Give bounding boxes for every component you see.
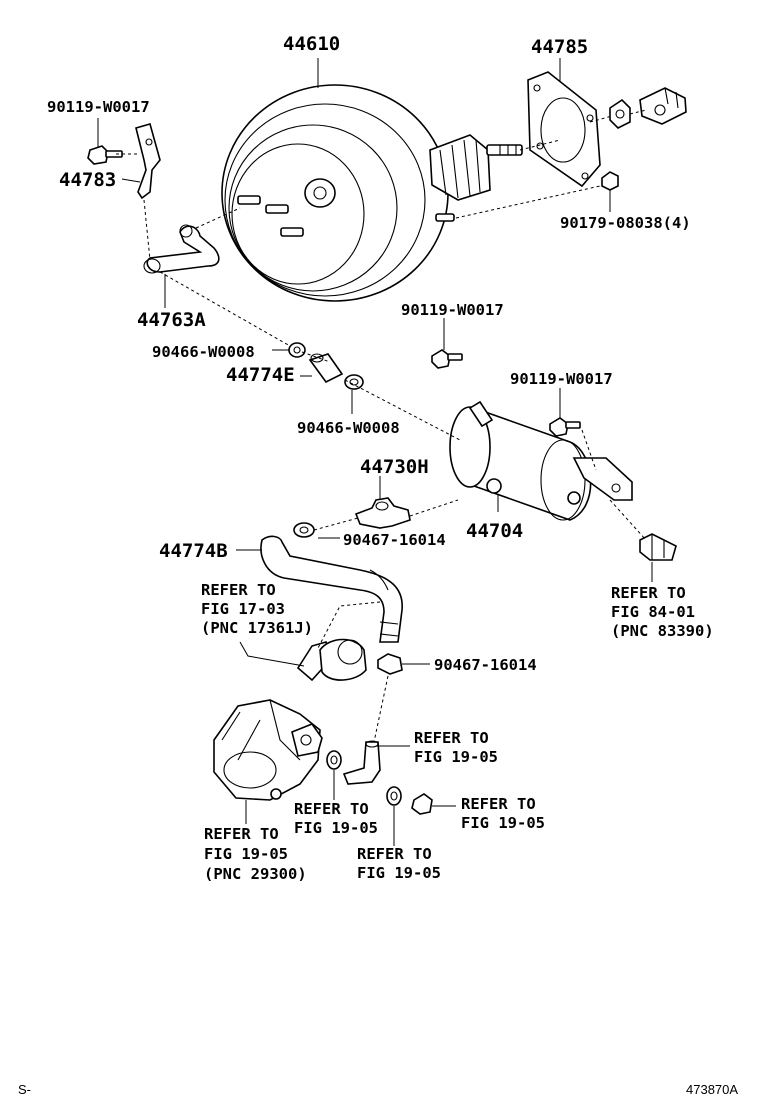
- label-44730H: 44730H: [360, 456, 429, 478]
- refer-19-05-pump-line3: (PNC 29300): [204, 865, 307, 883]
- refer-17-03-line3: (PNC 17361J): [201, 619, 313, 637]
- label-90466-a: 90466-W0008: [152, 343, 255, 361]
- cap-fitting: [411, 793, 433, 815]
- refer-84-01-line2: FIG 84-01: [611, 603, 695, 621]
- refer-19-05-cap-line2: FIG 19-05: [461, 814, 545, 832]
- label-90119-middle: 90119-W0017: [401, 301, 504, 319]
- label-44763A: 44763A: [137, 309, 206, 331]
- leader-lines: [97, 58, 653, 846]
- hose-44774E: [308, 353, 344, 384]
- label-44704: 44704: [466, 520, 523, 542]
- refer-19-05-washer-line1: REFER TO: [294, 800, 369, 818]
- refer-84-01-line3: (PNC 83390): [611, 622, 714, 640]
- brake-booster: [221, 84, 523, 302]
- booster-gasket: [527, 71, 601, 188]
- clevis-and-nut: [609, 87, 687, 129]
- refer-17-03-line2: FIG 17-03: [201, 600, 285, 618]
- label-44774B: 44774B: [159, 540, 228, 562]
- label-44610: 44610: [283, 33, 340, 55]
- refer-19-05-pump-line2: FIG 19-05: [204, 845, 288, 863]
- bracket-44783: [87, 123, 161, 200]
- bolt-middle: [431, 349, 463, 369]
- hose-clamp-a: [288, 342, 306, 358]
- label-90119-tank: 90119-W0017: [510, 370, 613, 388]
- washer-b: [386, 786, 402, 806]
- label-90119-top: 90119-W0017: [47, 98, 150, 116]
- bolt-tank: [549, 417, 581, 437]
- label-90467-b: 90467-16014: [434, 656, 537, 674]
- label-44785: 44785: [531, 36, 588, 58]
- assembly-lines: [116, 109, 647, 743]
- check-valve-44730H: [354, 497, 411, 529]
- vacuum-sensor: [639, 533, 677, 561]
- footer-left: S-: [18, 1082, 31, 1097]
- label-44783: 44783: [59, 169, 116, 191]
- hose-clamp-c: [293, 522, 315, 538]
- refer-19-05-fitting-line1: REFER TO: [414, 729, 489, 747]
- refer-19-05-lower-line1: REFER TO: [357, 845, 432, 863]
- vacuum-hose-44763A: [143, 224, 220, 274]
- label-90466-b: 90466-W0008: [297, 419, 400, 437]
- refer-19-05-cap-line1: REFER TO: [461, 795, 536, 813]
- washer-a: [326, 750, 342, 770]
- refer-84-01-line1: REFER TO: [611, 584, 686, 602]
- label-44774E: 44774E: [226, 364, 295, 386]
- hose-44774B: [260, 535, 403, 643]
- hose-clamp-b: [344, 374, 364, 390]
- hose-clamp-d: [377, 653, 403, 675]
- refer-part-17-03: [296, 638, 367, 682]
- footer-right: 473870A: [686, 1082, 738, 1097]
- refer-19-05-lower-line2: FIG 19-05: [357, 864, 441, 882]
- elbow-fitting: [342, 740, 381, 785]
- refer-19-05-fitting-line2: FIG 19-05: [414, 748, 498, 766]
- booster-nut: [601, 171, 619, 191]
- refer-17-03-line1: REFER TO: [201, 581, 276, 599]
- label-90467-a: 90467-16014: [343, 531, 446, 549]
- refer-19-05-pump-line1: REFER TO: [204, 825, 279, 843]
- vacuum-tank: [449, 400, 633, 521]
- label-90179: 90179-08038(4): [560, 214, 691, 232]
- vacuum-pump: [213, 699, 323, 801]
- refer-19-05-washer-line2: FIG 19-05: [294, 819, 378, 837]
